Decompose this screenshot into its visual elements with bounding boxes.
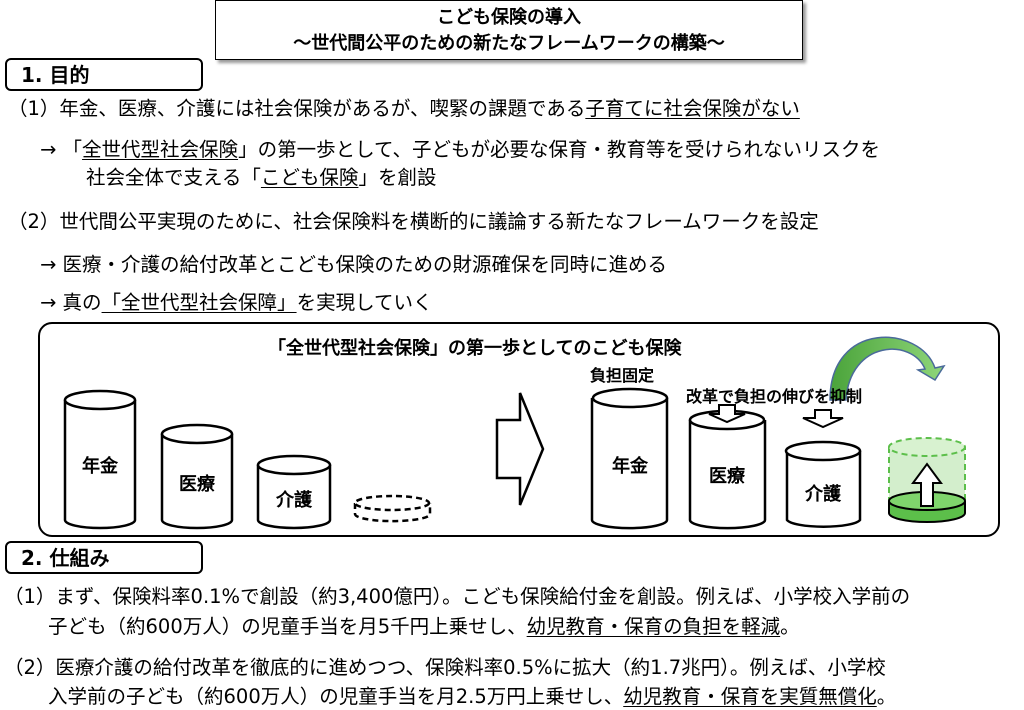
underlined-text: こども保険 bbox=[260, 166, 359, 189]
page-title: こども保険の導入 ～世代間公平のための新たなフレームワークの構築～ bbox=[215, 0, 803, 60]
text: 子ども（約600万人）の児童手当を月5千円上乗せし、 bbox=[48, 615, 527, 638]
purpose-item-1-arrow: → 「全世代型社会保険」の第一歩として、子どもが必要な保育・教育等を受けられない… bbox=[40, 137, 880, 163]
mechanism-item-2-line-1: （2）医療介護の給付改革を徹底的に進めつつ、保険料率0.5%に拡大（約1.7兆円… bbox=[4, 656, 886, 679]
label-care-left: 介護 bbox=[276, 490, 312, 511]
purpose-item-2-arrow-2: → 真の「全世代型社会保障」を実現していく bbox=[40, 290, 432, 316]
big-right-arrow bbox=[495, 392, 545, 506]
underlined-text: 「全世代型社会保障」 bbox=[101, 291, 297, 314]
cylinder-medical-left bbox=[160, 423, 234, 530]
down-arrow-care bbox=[802, 409, 844, 429]
mechanism-item-1-line-1: （1）まず、保険料率0.1%で創設（約3,400億円）。こども保険給付金を創設。… bbox=[4, 585, 911, 608]
note-reform-restrain: 改革で負担の伸びを抑制 bbox=[686, 387, 863, 406]
text: → 「 bbox=[40, 138, 83, 161]
text: 」を創設 bbox=[358, 166, 437, 189]
text: 。 bbox=[876, 685, 897, 708]
underlined-text: 全世代型社会保険 bbox=[82, 138, 239, 161]
cylinder-pension-right bbox=[590, 387, 669, 530]
text: 。 bbox=[780, 615, 800, 638]
curved-arrow bbox=[829, 336, 946, 401]
purpose-item-1: （1）年金、医療、介護には社会保険があるが、喫緊の課題である子育てに社会保険がな… bbox=[8, 96, 800, 122]
underlined-text: 幼児教育・保育の負担を軽減 bbox=[526, 615, 781, 638]
text: → 真の bbox=[40, 291, 102, 314]
label-pension-left: 年金 bbox=[82, 456, 118, 477]
section-2-heading: 2. 仕組み bbox=[5, 541, 203, 574]
mechanism-item-1-line-2: 子ども（約600万人）の児童手当を月5千円上乗せし、幼児教育・保育の負担を軽減。 bbox=[48, 614, 800, 640]
text: を実現していく bbox=[296, 291, 433, 314]
section-1-heading: 1. 目的 bbox=[5, 58, 203, 91]
purpose-item-2-arrow-1: → 医療・介護の給付改革とこども保険のための財源確保を同時に進める bbox=[40, 253, 668, 276]
purpose-item-1-arrow-cont: 社会全体で支える「こども保険」を創設 bbox=[86, 165, 436, 191]
underlined-text: 幼児教育・保育を実質無償化 bbox=[623, 685, 877, 708]
cylinder-empty-left bbox=[353, 494, 432, 523]
title-line-2: ～世代間公平のための新たなフレームワークの構築～ bbox=[293, 33, 725, 54]
text: 社会全体で支える「 bbox=[86, 166, 261, 189]
underlined-text: 子育てに社会保険がない bbox=[585, 97, 800, 120]
up-arrow-icon bbox=[911, 462, 943, 507]
title-line-1: こども保険の導入 bbox=[437, 7, 581, 28]
note-fixed-burden: 負担固定 bbox=[590, 366, 655, 385]
cylinder-care-right bbox=[784, 440, 862, 528]
cylinder-child-insurance bbox=[888, 437, 966, 523]
label-care-right: 介護 bbox=[805, 484, 841, 505]
text: （1）年金、医療、介護には社会保険があるが、喫緊の課題である bbox=[8, 97, 586, 120]
down-arrow-medical bbox=[708, 404, 746, 424]
label-medical-right: 医療 bbox=[709, 466, 745, 487]
cylinder-care-left bbox=[256, 454, 332, 530]
cylinder-pension-left bbox=[63, 389, 137, 530]
label-medical-left: 医療 bbox=[179, 474, 215, 495]
text: 入学前の子ども（約600万人）の児童手当を月2.5万円上乗せし、 bbox=[48, 685, 624, 708]
mechanism-item-2-line-2: 入学前の子ども（約600万人）の児童手当を月2.5万円上乗せし、幼児教育・保育を… bbox=[48, 684, 896, 710]
diagram-box bbox=[38, 322, 1000, 537]
text: 」の第一歩として、子どもが必要な保育・教育等を受けられないリスクを bbox=[238, 138, 881, 161]
label-pension-right: 年金 bbox=[612, 456, 648, 477]
diagram-title: 「全世代型社会保険」の第一歩としてのこども保険 bbox=[268, 338, 682, 359]
purpose-item-2: （2）世代間公平実現のために、社会保険料を横断的に議論する新たなフレームワークを… bbox=[8, 210, 819, 233]
